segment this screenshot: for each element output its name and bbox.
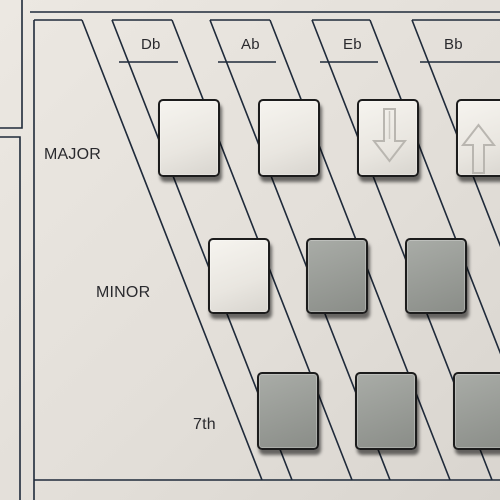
major-ab-button[interactable] bbox=[258, 99, 320, 177]
seventh-ab-button[interactable] bbox=[355, 372, 417, 450]
slant-line-0 bbox=[81, 19, 263, 481]
down-arrow-icon bbox=[371, 108, 408, 163]
major-bb-button[interactable] bbox=[456, 99, 500, 177]
row-label-7th: 7th bbox=[193, 416, 216, 433]
column-label-bb: Bb bbox=[444, 36, 463, 53]
column-label-db: Db bbox=[141, 36, 161, 53]
left-frame-lower bbox=[0, 136, 21, 500]
seventh-eb-button[interactable] bbox=[453, 372, 500, 450]
up-arrow-icon bbox=[460, 123, 497, 174]
column-label-ab: Ab bbox=[241, 36, 260, 53]
minor-db-button[interactable] bbox=[208, 238, 270, 314]
major-db-button[interactable] bbox=[158, 99, 220, 177]
minor-ab-button[interactable] bbox=[306, 238, 368, 314]
row-label-minor: MINOR bbox=[96, 284, 151, 301]
seventh-db-button[interactable] bbox=[257, 372, 319, 450]
major-eb-button[interactable] bbox=[357, 99, 419, 177]
left-frame-upper bbox=[0, 0, 23, 129]
column-label-eb: Eb bbox=[343, 36, 362, 53]
row-label-major: MAJOR bbox=[44, 146, 101, 163]
slant-line-7 bbox=[411, 19, 500, 248]
minor-eb-button[interactable] bbox=[405, 238, 467, 314]
